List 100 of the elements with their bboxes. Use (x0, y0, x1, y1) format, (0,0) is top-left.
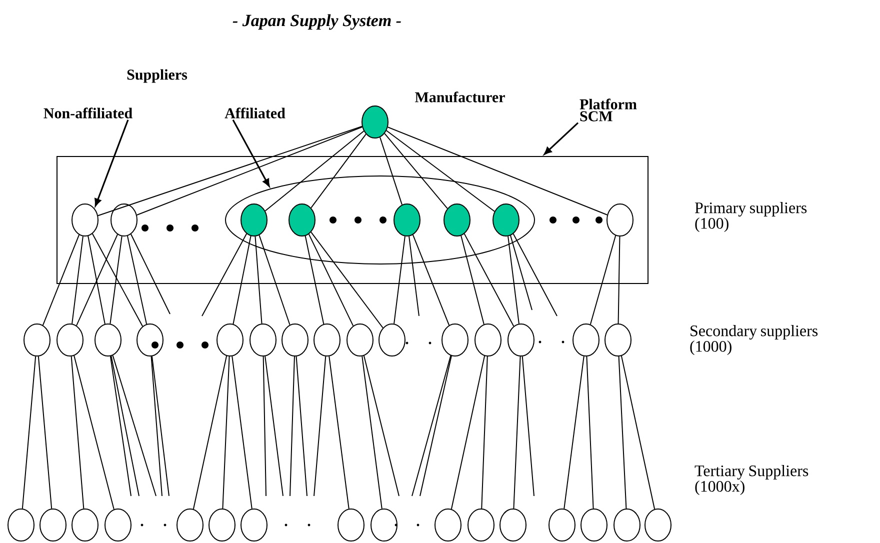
connector-line (202, 233, 248, 316)
connector-line (412, 355, 452, 496)
tier-label: Secondary suppliers (1000) (690, 324, 818, 356)
connector-line (513, 356, 521, 510)
connector-line (464, 233, 514, 327)
ellipse-node (474, 324, 502, 356)
connector-line (72, 236, 84, 324)
connector-line (481, 356, 488, 509)
connector-line (590, 235, 616, 325)
connector-line (412, 234, 450, 326)
connector-line (618, 356, 627, 510)
ellipse-node (40, 508, 66, 542)
connector-line (290, 356, 295, 496)
connector-line (76, 234, 118, 326)
connector-line (420, 355, 452, 496)
ellipse-node (250, 324, 276, 356)
connector-line (460, 235, 484, 325)
tier-label: Suppliers (127, 69, 188, 83)
tier-label: Primary suppliers (100) (694, 202, 807, 232)
leader-arrow (232, 119, 270, 187)
ellipse-node (8, 508, 34, 542)
ellipse-node (434, 508, 462, 542)
connector-line (88, 236, 106, 324)
connector-line (380, 136, 402, 206)
connector-line (328, 356, 350, 510)
connector-line (564, 356, 584, 510)
connector-line (110, 356, 132, 496)
node-label: Manufacturer (415, 92, 505, 102)
connector-line (508, 236, 520, 324)
ellipse-node (282, 324, 308, 356)
connector-line (22, 356, 36, 510)
connector-line (98, 126, 362, 216)
callout-text: Non-affiliated (44, 108, 132, 118)
connector-line (232, 236, 252, 324)
ellipse-node (240, 508, 268, 542)
connector-line (308, 234, 354, 326)
ellipse-node (572, 324, 600, 356)
connector-line (408, 236, 420, 316)
ellipse-node (378, 324, 406, 356)
connector-line (586, 356, 594, 510)
connector-line (304, 235, 324, 324)
connector-line (110, 236, 122, 324)
connector-line (450, 355, 486, 510)
connector-line (42, 234, 80, 326)
connector-line (232, 356, 252, 510)
ellipse-node (24, 324, 50, 356)
ellipse-node (508, 324, 534, 356)
connector-line (136, 126, 363, 216)
connector-line (126, 235, 148, 325)
ellipse-node (468, 508, 494, 542)
connector-line (262, 356, 266, 496)
connector-line (362, 356, 382, 510)
connector-line (510, 235, 532, 310)
ellipse-node (606, 204, 634, 236)
ellipse-node (394, 204, 420, 236)
ellipse-node (94, 324, 122, 356)
ellipse-node (314, 324, 340, 356)
ellipse-node (338, 508, 364, 542)
connector-line (296, 356, 308, 496)
connector-line (254, 236, 262, 324)
connector-line (192, 355, 228, 510)
ellipse-node (500, 508, 526, 542)
ellipse-node (644, 508, 672, 542)
leader-arrow (94, 120, 129, 206)
ellipse-node (580, 508, 608, 542)
connector-line (92, 233, 144, 327)
connector-line (522, 356, 534, 496)
ellipse-node (72, 508, 98, 542)
tier-label: Tertiary Suppliers (1000x) (694, 464, 808, 496)
ellipse-node (444, 204, 470, 236)
ellipse-node (442, 324, 468, 356)
ellipse-node (240, 204, 268, 236)
ellipse-node (208, 508, 236, 542)
connector-line (258, 234, 290, 326)
callout-text: Affiliated (224, 108, 286, 118)
title: - Japan Supply System - (232, 14, 401, 30)
ellipse-node (370, 508, 398, 542)
ellipse-node (72, 204, 98, 236)
connector-line (130, 234, 170, 314)
connector-line (112, 354, 156, 496)
leader-arrow (544, 122, 579, 155)
connector-line (70, 356, 84, 510)
ellipse-node (548, 508, 576, 542)
ellipse-node (104, 508, 132, 542)
connector-line (264, 130, 364, 212)
connector-line (394, 236, 406, 324)
connector-line (310, 134, 366, 208)
connector-line (620, 355, 656, 510)
connector-line (150, 356, 162, 496)
connector-line (74, 355, 114, 510)
connector-line (222, 356, 230, 510)
ellipse-node (288, 204, 316, 236)
connector-line (363, 355, 400, 496)
connector-line (384, 133, 448, 209)
group-ellipse (225, 176, 535, 264)
ellipse-node (346, 324, 374, 356)
connector-line (512, 233, 558, 316)
ellipse-node (604, 324, 632, 356)
connector-line (618, 236, 620, 324)
ellipse-node (492, 204, 520, 236)
